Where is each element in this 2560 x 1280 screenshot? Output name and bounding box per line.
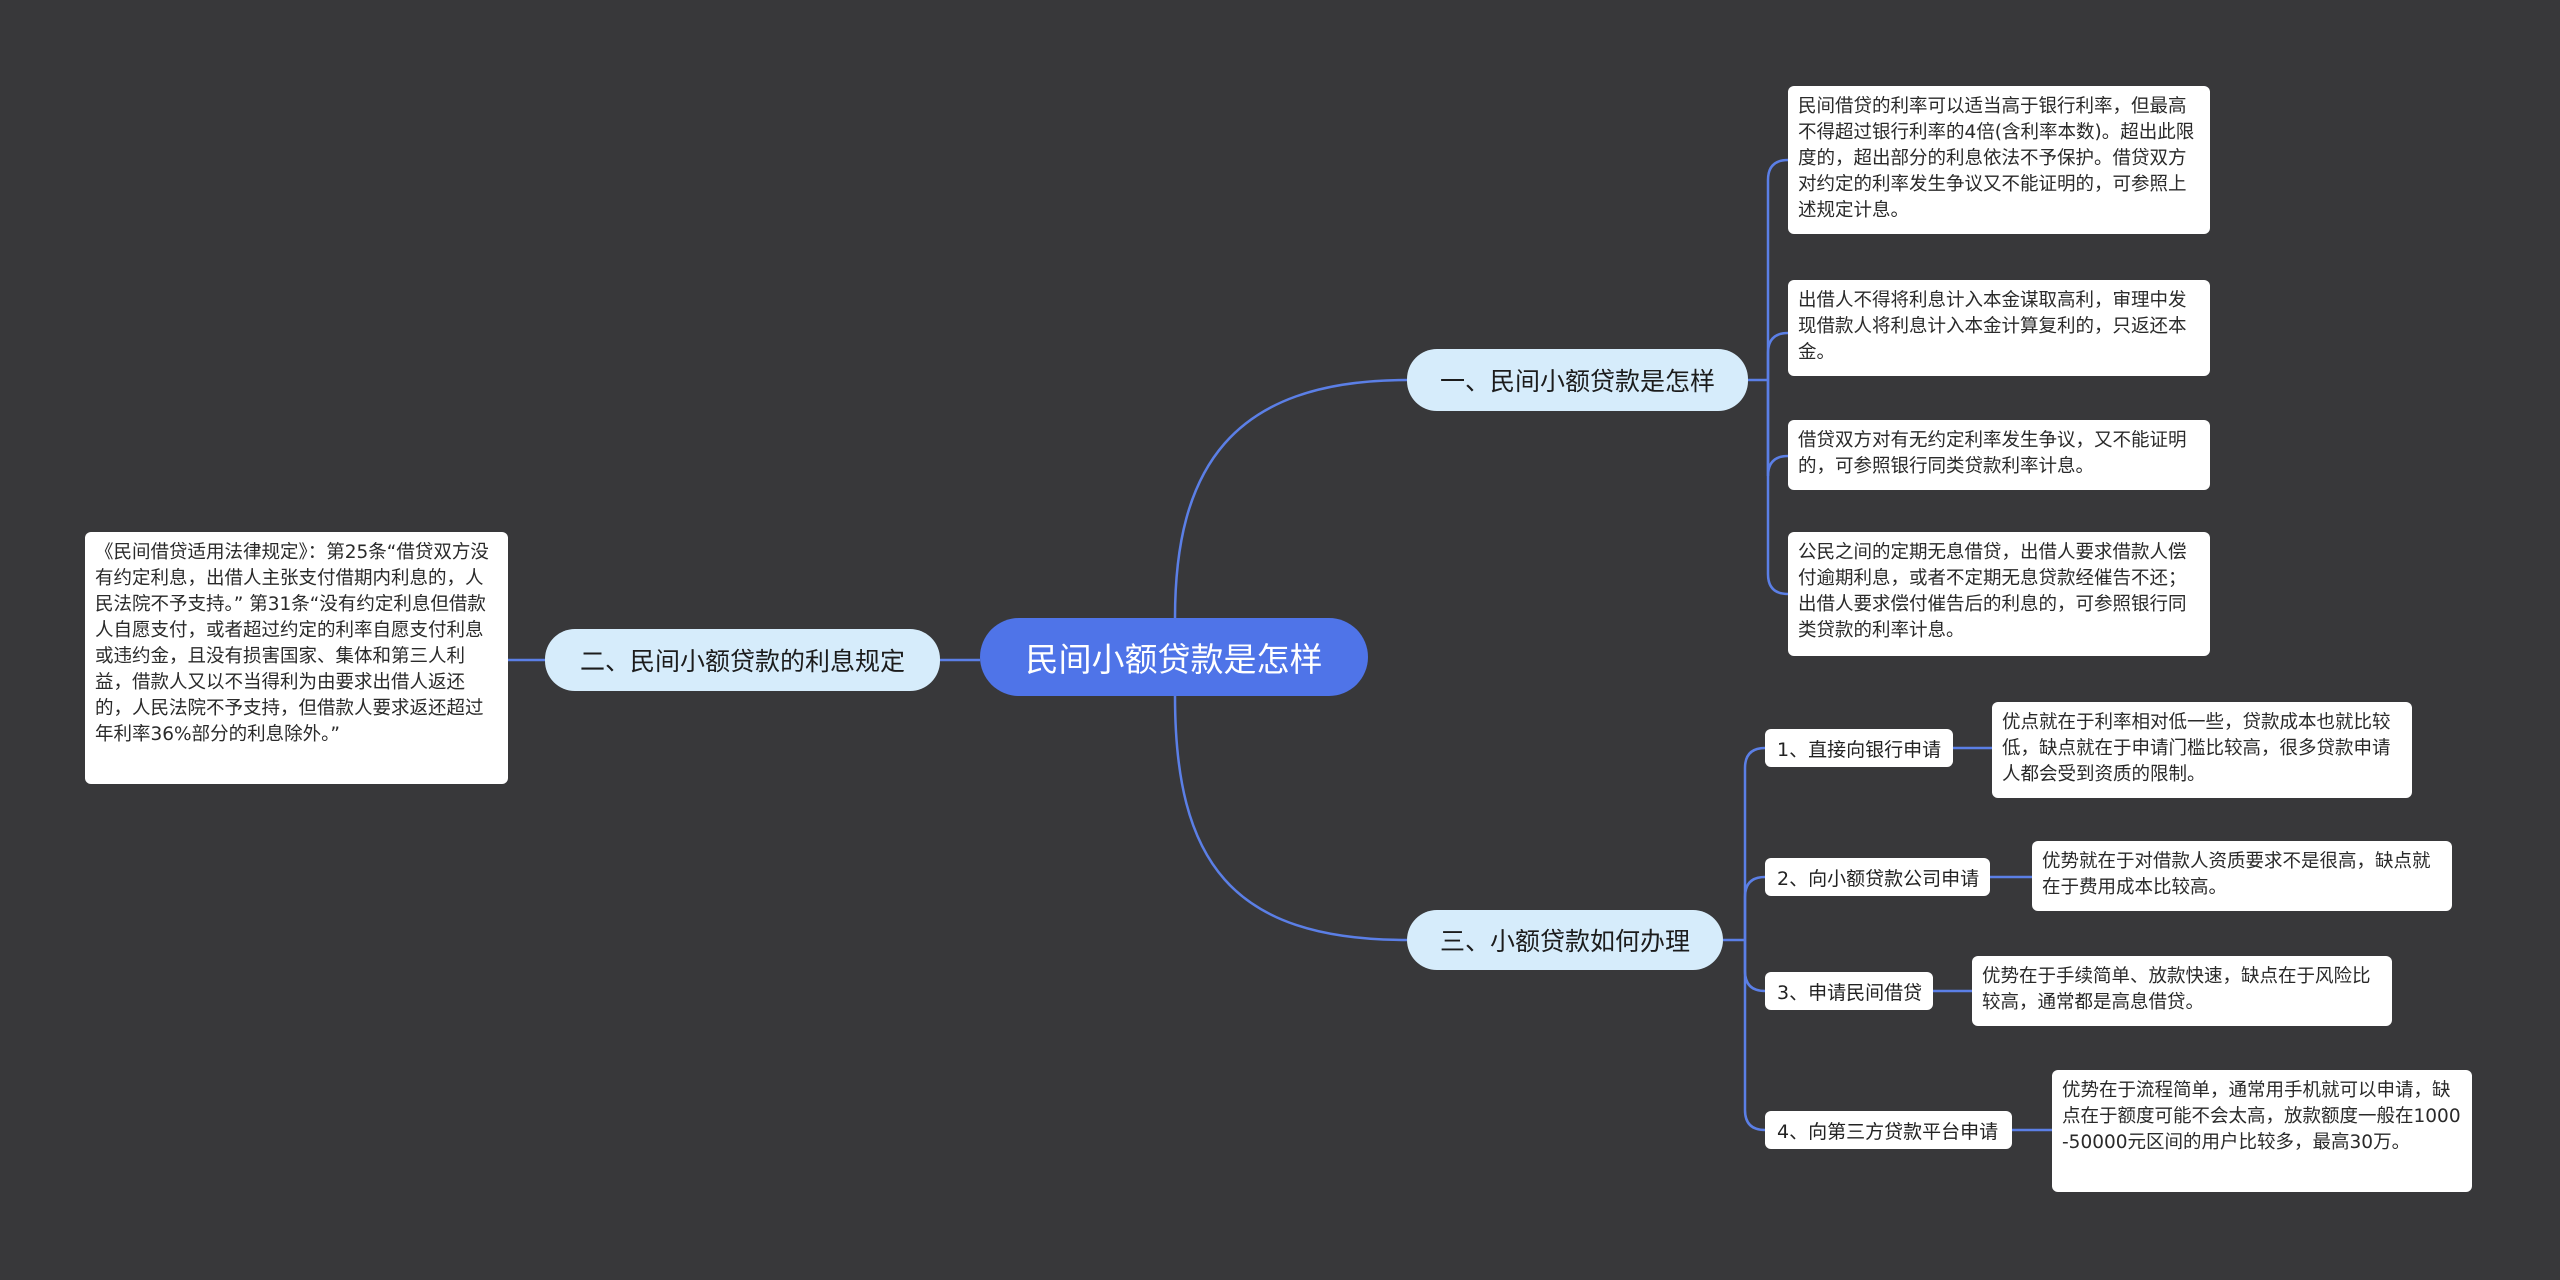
branch-node[interactable]: 一、民间小额贷款是怎样 [1407, 349, 1748, 411]
leaf-node[interactable]: 民间借贷的利率可以适当高于银行利率，但最高不得超过银行利率的4倍(含利率本数)。… [1788, 86, 2210, 234]
leaf-node[interactable]: 优势就在于对借款人资质要求不是很高，缺点就在于费用成本比较高。 [2032, 841, 2452, 911]
branch-label: 三、小额贷款如何办理 [1439, 927, 1690, 956]
leaf-node[interactable]: 公民之间的定期无息借贷，出借人要求借款人偿付逾期利息，或者不定期无息贷款经催告不… [1788, 532, 2210, 656]
sub-node[interactable]: 2、向小额贷款公司申请 [1765, 858, 1990, 896]
sub-label: 1、直接向银行申请 [1777, 738, 1942, 761]
leaf-text: 优势在于手续简单、放款快速，缺点在于风险比较高，通常都是高息借贷。 [1982, 966, 2371, 1013]
branch-label: 一、民间小额贷款是怎样 [1439, 367, 1715, 396]
sub-node[interactable]: 4、向第三方贷款平台申请 [1765, 1111, 2012, 1149]
leaf-node[interactable]: 优点就在于利率相对低一些，贷款成本也就比较低，缺点就在于申请门槛比较高，很多贷款… [1992, 702, 2412, 798]
leaf-text: 《民间借贷适用法律规定》：第25条“借贷双方没有约定利息，出借人主张支付借期内利… [95, 542, 489, 745]
branch-node[interactable]: 二、民间小额贷款的利息规定 [545, 629, 940, 691]
sub-label: 4、向第三方贷款平台申请 [1777, 1120, 1999, 1143]
branch-node[interactable]: 三、小额贷款如何办理 [1407, 910, 1723, 970]
leaf-node[interactable]: 优势在于手续简单、放款快速，缺点在于风险比较高，通常都是高息借贷。 [1972, 956, 2392, 1026]
leaf-node[interactable]: 出借人不得将利息计入本金谋取高利，审理中发现借款人将利息计入本金计算复利的，只返… [1788, 280, 2210, 376]
sub-node[interactable]: 1、直接向银行申请 [1765, 729, 1953, 767]
leaf-text: 借贷双方对有无约定利率发生争议，又不能证明的，可参照银行同类贷款利率计息。 [1798, 430, 2187, 477]
leaf-text: 优势就在于对借款人资质要求不是很高，缺点就在于费用成本比较高。 [2042, 851, 2431, 898]
leaf-text: 优势在于流程简单，通常用手机就可以申请，缺点在于额度可能不会太高，放款额度一般在… [2062, 1080, 2461, 1153]
root-label: 民间小额贷款是怎样 [1025, 640, 1323, 679]
branch-label: 二、民间小额贷款的利息规定 [579, 647, 905, 676]
leaf-text: 优点就在于利率相对低一些，贷款成本也就比较低，缺点就在于申请门槛比较高，很多贷款… [2002, 712, 2391, 785]
root-node[interactable]: 民间小额贷款是怎样 [980, 618, 1368, 696]
sub-node[interactable]: 3、申请民间借贷 [1765, 972, 1933, 1010]
leaf-text: 民间借贷的利率可以适当高于银行利率，但最高不得超过银行利率的4倍(含利率本数)。… [1798, 96, 2195, 221]
leaf-text: 出借人不得将利息计入本金谋取高利，审理中发现借款人将利息计入本金计算复利的，只返… [1798, 290, 2187, 363]
sub-label: 3、申请民间借贷 [1777, 981, 1923, 1004]
sub-label: 2、向小额贷款公司申请 [1777, 867, 1980, 890]
leaf-node[interactable]: 《民间借贷适用法律规定》：第25条“借贷双方没有约定利息，出借人主张支付借期内利… [85, 532, 508, 784]
leaf-node[interactable]: 借贷双方对有无约定利率发生争议，又不能证明的，可参照银行同类贷款利率计息。 [1788, 420, 2210, 490]
leaf-node[interactable]: 优势在于流程简单，通常用手机就可以申请，缺点在于额度可能不会太高，放款额度一般在… [2052, 1070, 2472, 1192]
leaf-text: 公民之间的定期无息借贷，出借人要求借款人偿付逾期利息，或者不定期无息贷款经催告不… [1798, 542, 2187, 641]
